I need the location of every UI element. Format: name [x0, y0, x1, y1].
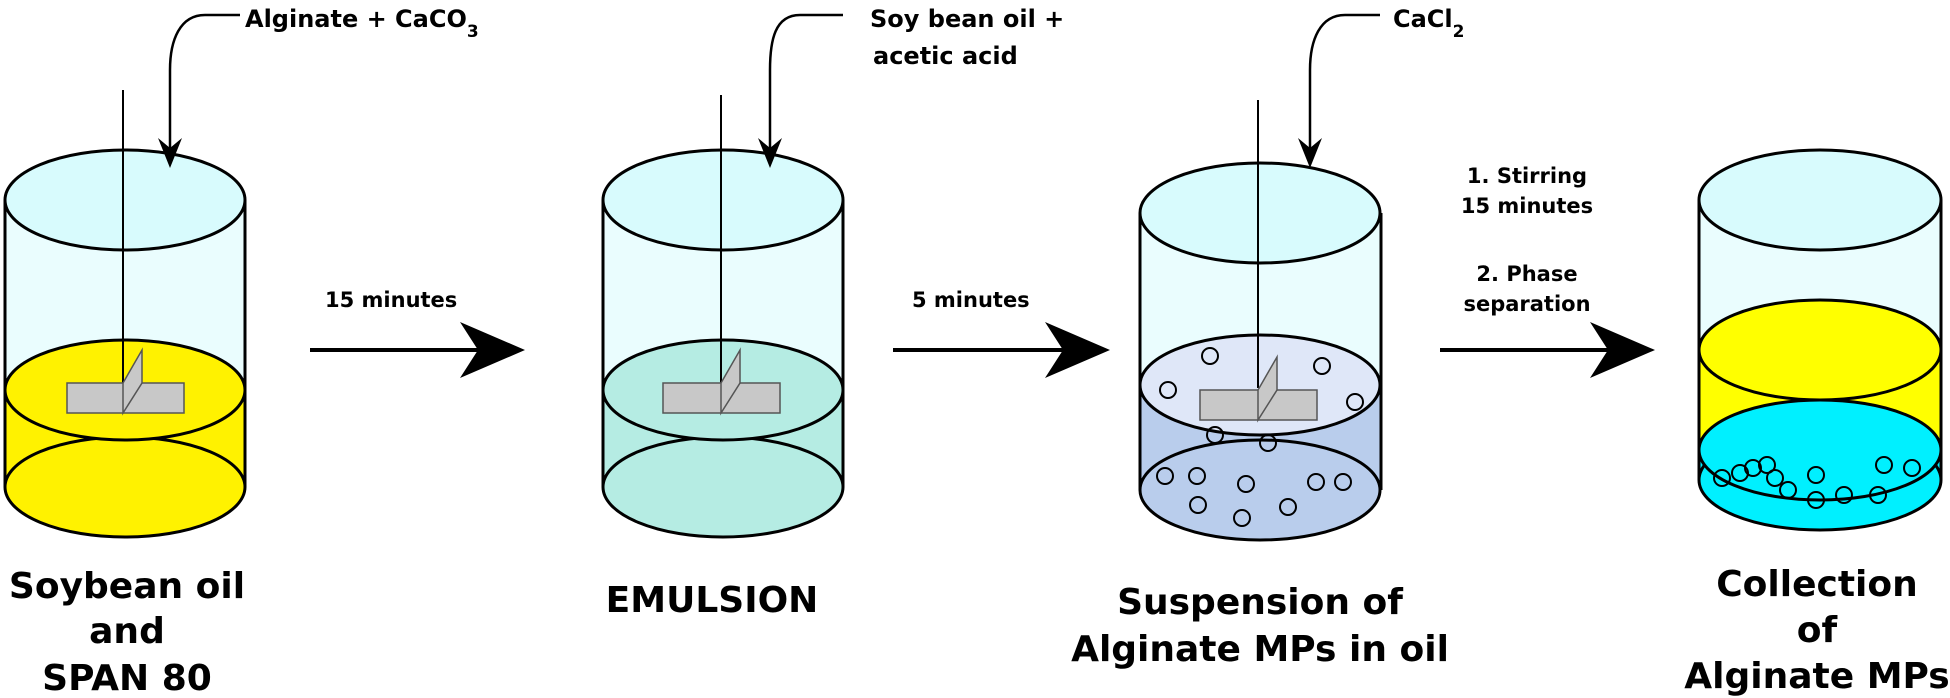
beaker-soybean-oil: [3, 90, 247, 539]
transition-label-3-line4: separation: [1463, 292, 1590, 316]
step-label-1-line3: SPAN 80: [42, 658, 212, 698]
step-label-4-line3: Alginate MPs: [1684, 656, 1949, 697]
process-arrow-1: [310, 322, 525, 378]
beaker-suspension: [1138, 100, 1383, 542]
process-arrow-2: [893, 322, 1110, 378]
transition-label-3-line1: 1. Stirring: [1467, 164, 1587, 188]
collection-interface: [1697, 398, 1943, 502]
additive-arrow-2: [758, 13, 843, 168]
stirrer-icon: [1199, 100, 1318, 423]
beaker-emulsion: [601, 95, 845, 539]
transition-label-3-line3: 2. Phase: [1476, 262, 1577, 286]
step-label-4-line2: of: [1797, 610, 1838, 651]
transition-label-2: 5 minutes: [912, 288, 1030, 312]
additive-label-2-line2: acetic acid: [873, 42, 1018, 70]
step-label-3-line1: Suspension of: [1117, 582, 1403, 623]
process-arrow-3: [1440, 322, 1655, 378]
step-label-4-line1: Collection: [1716, 564, 1918, 605]
additive-arrow-1: [158, 13, 240, 168]
collection-oil-layer: [1697, 298, 1943, 402]
beaker-collection: [1697, 148, 1943, 532]
step-label-2: EMULSION: [606, 580, 819, 621]
transition-label-1: 15 minutes: [325, 288, 457, 312]
microparticles: [1713, 456, 1921, 509]
additive-label-1: Alginate + CaCO3: [245, 5, 479, 42]
step-label-3-line2: Alginate MPs in oil: [1071, 629, 1449, 670]
step-label-1-line1: Soybean oil: [9, 566, 245, 607]
additive-label-2-line1: Soy bean oil +: [870, 5, 1064, 33]
transition-label-3-line2: 15 minutes: [1461, 194, 1593, 218]
additive-label-3: CaCl2: [1393, 5, 1465, 42]
stirrer-icon: [66, 90, 185, 416]
step-label-1-line2: and: [89, 611, 165, 652]
microparticles: [1156, 347, 1364, 527]
stirrer-icon: [662, 95, 781, 416]
additive-arrow-3: [1298, 13, 1380, 168]
